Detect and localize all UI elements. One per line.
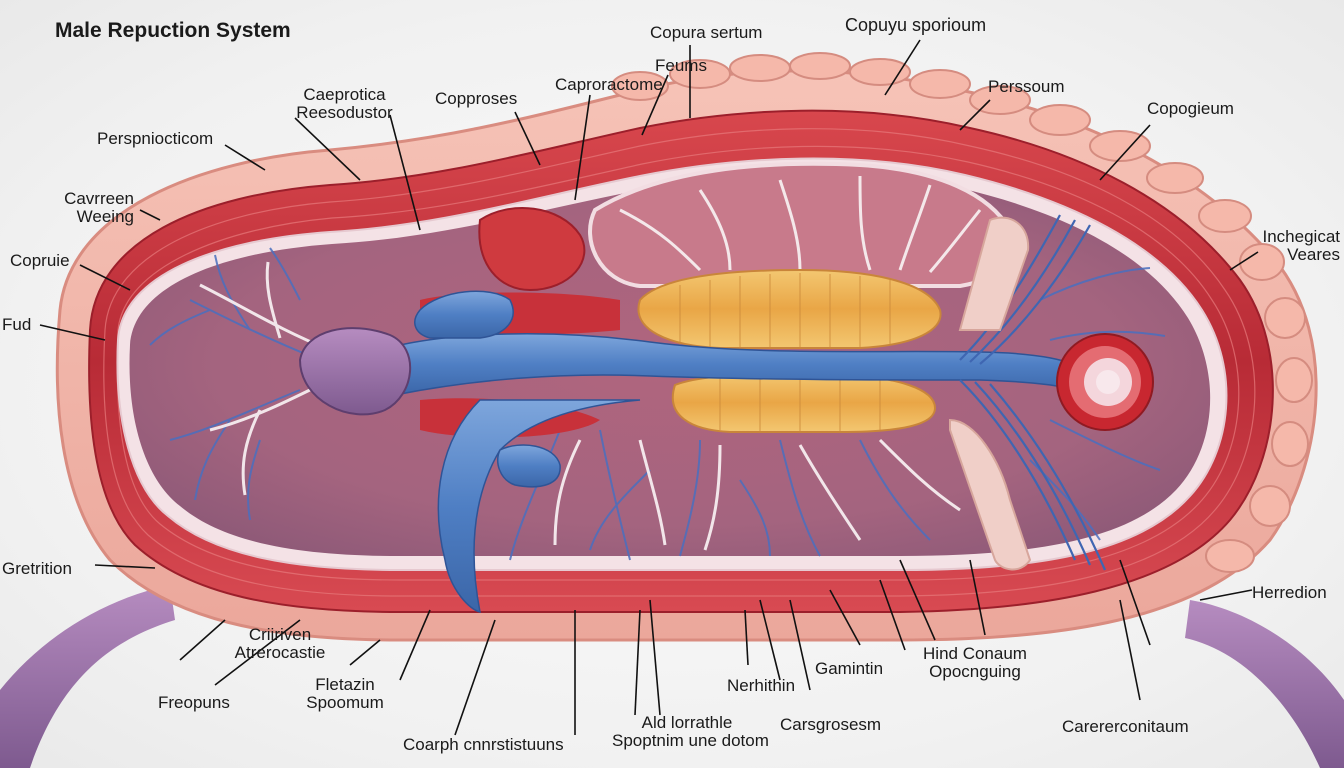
label-perspnocticon: Perspniocticom [97,129,214,148]
label-freopuns: Freopuns [158,693,230,712]
label-copura-serteum: Copura sertum [650,23,763,42]
label-criiriven: Criiriven Atrerocastie [234,625,326,662]
diagram-title: Male Repuction System [55,19,291,42]
label-caeprotica: Caeprotica Reesodustor [296,85,393,122]
right-tube [1185,600,1344,768]
label-gamintin: Gamintin [815,659,884,678]
label-nerhithin: Nerhithin [727,676,796,695]
label-copuyu-sporioum: Copuyu sporioum [845,15,987,35]
label-carprotome: Caproractome [555,75,663,94]
lower-fat-body [671,372,937,433]
upper-chamber [588,161,1015,288]
label-copproses: Copproses [435,89,518,108]
lower-blue-knob [496,444,561,488]
left-tube [0,585,175,768]
pale-tubule-lower [949,418,1032,571]
upper-blue-branch [414,290,514,339]
skin-bumps [611,52,1313,573]
label-hind-conaum: Hind Conaum Opocnguing [923,644,1027,681]
cross-section-disk [1056,333,1154,431]
label-carsgroesm: Carsgrosesm [780,715,882,734]
red-vessel-upper [478,207,586,292]
label-herredrion: Herredion [1252,583,1327,602]
purple-gland [298,327,412,416]
label-copogieum: Copogieum [1147,99,1234,118]
label-fletazin: Fletazin Spoomum [306,675,384,712]
label-incheget: Inchegicat Veares [1262,227,1341,264]
label-caverreen: Cavrreen Weeing [64,189,134,226]
upper-fat-body [637,268,942,349]
label-ald-lorrathle: Ald lorrathle Spoptnim une dotom [612,713,769,750]
muscle-striations [103,128,1256,597]
label-coarph: Coarph cnnrstistuuns [403,735,564,754]
leader-lines [39,39,1259,736]
label-fud: Fud [2,315,32,334]
label-feums: Feums [655,56,707,75]
label-persssoum: Perssoum [988,77,1065,96]
label-copruie: Copruie [10,251,70,270]
pale-tubule [958,216,1030,331]
lower-blue-branch [437,399,641,613]
label-gretrition: Gretrition [2,559,72,578]
vein-network-bottom [509,429,931,561]
label-carerercontaum: Carererconitaum [1062,717,1189,736]
fat-striations [679,273,891,432]
